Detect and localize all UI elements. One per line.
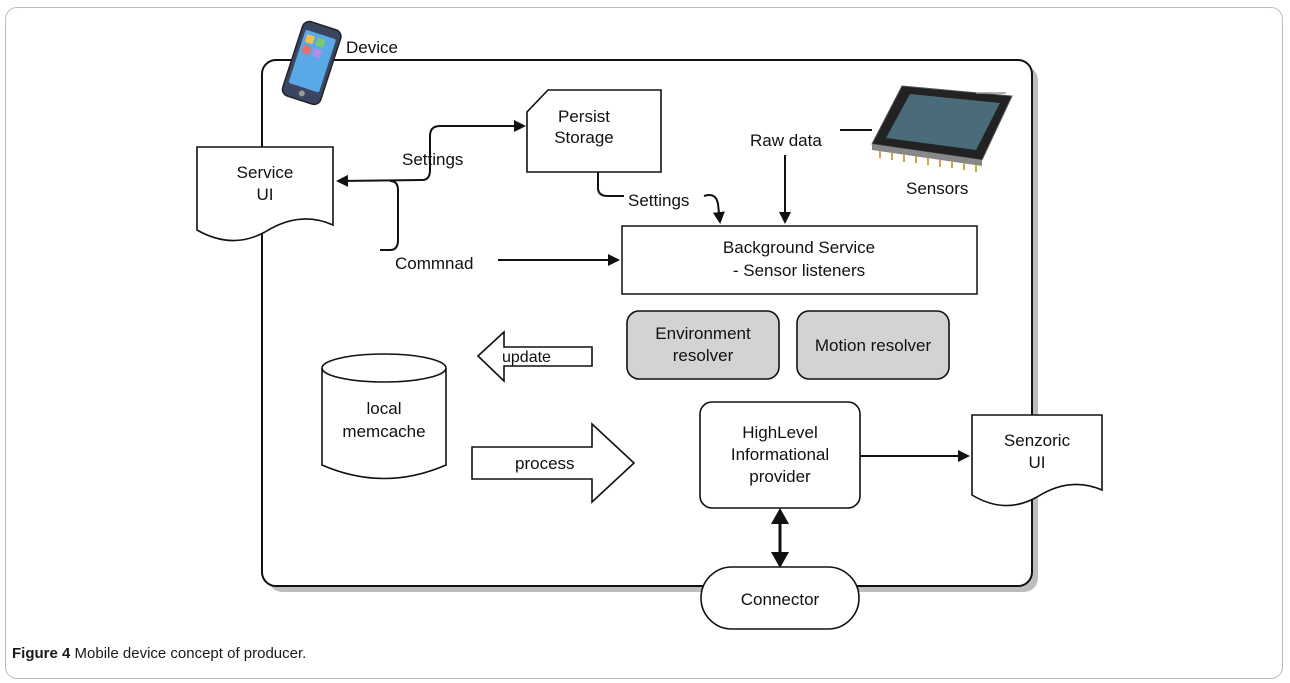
device-label: Device <box>346 38 398 57</box>
connector-box <box>700 566 860 630</box>
command-feedback-line <box>380 180 399 251</box>
process-label: process <box>515 454 575 473</box>
sensor-chip-icon <box>871 85 1013 172</box>
settings-top-label: Settings <box>402 150 463 169</box>
motion-resolver-label: Motion resolver <box>815 336 932 355</box>
provider-connector-arrow <box>771 508 789 568</box>
settings-arrow-to-storage <box>421 120 526 181</box>
service-ui-line1: Service <box>237 163 294 182</box>
figure-caption-label: Figure 4 <box>12 645 71 662</box>
senzoric-ui-line2: UI <box>1029 453 1046 472</box>
environment-resolver-line1: Environment <box>655 324 751 343</box>
sensors-label: Sensors <box>906 179 968 198</box>
command-label: Commnad <box>395 254 473 273</box>
figure-caption: Figure 4 Mobile device concept of produc… <box>12 645 306 662</box>
settings-arrow-to-background <box>703 194 725 224</box>
highlevel-provider-line2: Informational <box>731 445 829 464</box>
process-arrow <box>471 422 636 504</box>
persist-storage-line2: Storage <box>554 128 614 147</box>
update-arrow <box>476 330 593 383</box>
settings-bottom-label: Settings <box>628 191 689 210</box>
connector-label: Connector <box>741 590 820 609</box>
raw-data-label: Raw data <box>750 131 822 150</box>
persist-storage-line1: Persist <box>558 107 610 126</box>
figure-frame <box>5 7 1283 679</box>
phone-icon <box>281 20 342 106</box>
local-memcache-cylinder <box>321 353 447 480</box>
update-label: update <box>502 349 551 366</box>
service-ui-document <box>196 146 334 242</box>
local-memcache-line2: memcache <box>342 422 425 441</box>
senzoric-ui-line1: Senzoric <box>1004 431 1071 450</box>
settings-arrow-to-service-ui <box>336 174 423 187</box>
background-service-line2: - Sensor listeners <box>733 261 865 280</box>
highlevel-provider-line1: HighLevel <box>742 423 818 442</box>
highlevel-provider-line3: provider <box>749 467 811 486</box>
background-service-box <box>621 225 978 295</box>
senzoric-ui-document <box>971 414 1103 507</box>
figure-caption-text: Mobile device concept of producer. <box>70 645 307 662</box>
motion-resolver-box <box>796 310 950 380</box>
environment-resolver-line2: resolver <box>673 346 734 365</box>
storage-settings-line <box>597 172 624 197</box>
environment-resolver-box <box>626 310 780 380</box>
service-ui-line2: UI <box>257 185 274 204</box>
background-service-line1: Background Service <box>723 238 875 257</box>
persist-storage-card <box>526 89 662 173</box>
local-memcache-line1: local <box>367 399 402 418</box>
